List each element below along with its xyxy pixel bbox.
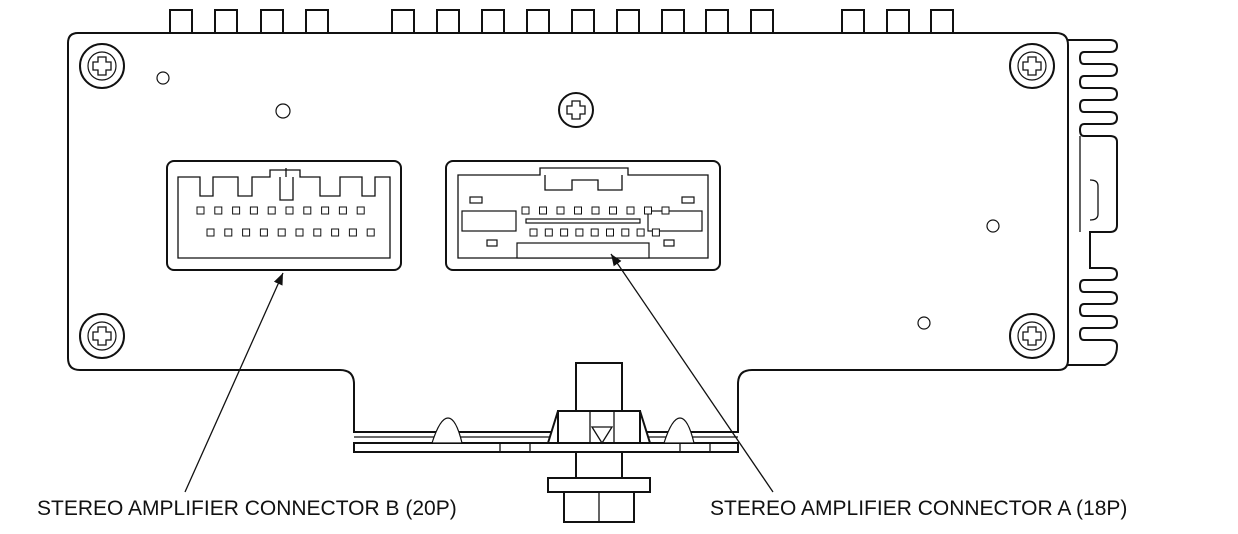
connector-pin [575,228,584,237]
connector-pin [321,206,330,215]
corner-screw-bottom-right [1009,313,1055,359]
connector-pin [606,228,614,237]
connector-pin [591,206,600,215]
connector-pin [544,228,553,237]
connector-pin [574,206,582,215]
corner-screw-bottom-left [79,313,125,359]
connector-pin [196,206,205,215]
connector-pin [224,228,233,237]
connector-a-label: STEREO AMPLIFIER CONNECTOR A (18P) [710,497,1127,520]
connector-pin [556,206,565,215]
connector-a-pins [521,206,670,237]
connector-pin [366,228,375,237]
connector-pin [259,228,268,237]
connector-pin [521,206,530,215]
center-screw [558,92,594,128]
connector-pin [313,228,322,237]
connector-pin [285,206,294,215]
corner-screw-top-right [1009,43,1055,89]
connector-pin [242,228,251,237]
connector-pin [661,206,670,215]
connector-pin [539,206,547,215]
connector-b-20p [166,160,402,271]
amplifier-housing [67,32,1069,433]
top-terminal-tabs [169,9,954,34]
connector-a-18p [445,160,721,271]
connector-b-label: STEREO AMPLIFIER CONNECTOR B (20P) [37,497,457,520]
connector-pin [636,228,645,237]
connector-b-pins [196,206,375,237]
connector-pin [529,228,538,237]
connector-pin [560,228,569,237]
corner-screw-top-left [79,43,125,89]
connector-pin [295,228,304,237]
connector-pin [214,206,223,215]
connector-pin [590,228,599,237]
connector-a-leader-line [610,253,774,493]
connector-pin [626,206,635,215]
mounting-bolt [546,362,652,523]
heat-sink-fins [1068,39,1119,366]
connector-pin [206,228,215,237]
connector-pin [277,228,286,237]
connector-pin [331,228,340,237]
connector-pin [644,206,652,215]
connector-pin [348,228,357,237]
connector-pin [651,228,660,237]
connector-pin [338,206,347,215]
connector-pin [267,206,276,215]
mounting-holes [156,71,1000,330]
connector-pin [621,228,630,237]
mounting-bracket [353,417,739,453]
connector-pin [249,206,258,215]
connector-pin [356,206,365,215]
connector-pin [303,206,312,215]
connector-pin [609,206,617,215]
connector-pin [232,206,241,215]
connector-b-leader-line [184,272,284,493]
